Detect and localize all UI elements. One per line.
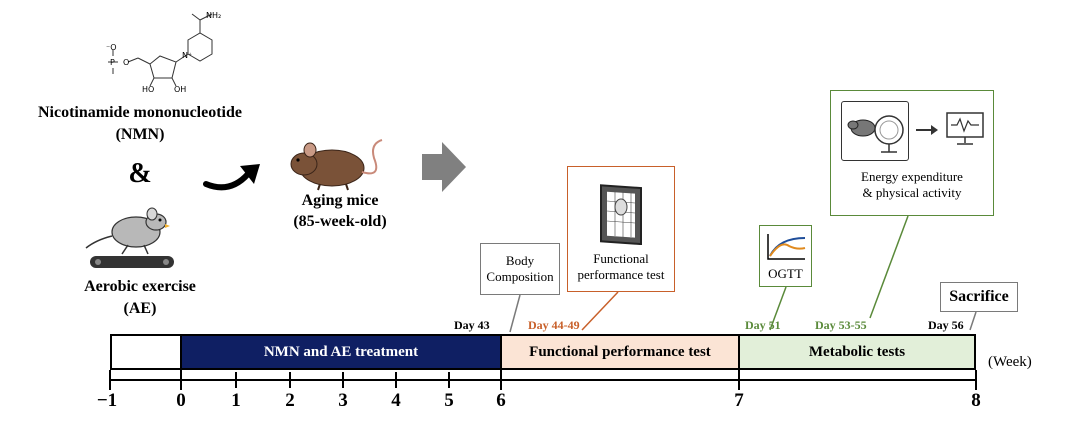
baseline-segment — [110, 334, 182, 370]
energy-expenditure-box: Energy expenditure & physical activity — [830, 90, 994, 216]
day-56-label: Day 56 — [928, 318, 964, 332]
exercise-name: Aerobic exercise — [84, 278, 196, 295]
functional-line2: performance test — [577, 267, 665, 282]
tick-label: −1 — [96, 390, 118, 411]
oh-label: OH — [174, 85, 186, 94]
functional-line1: Functional — [593, 251, 649, 266]
mouse-wheel-icon — [847, 115, 904, 153]
o-minus-label: ⁻O — [106, 43, 117, 52]
body-composition-line1: Body — [505, 253, 535, 268]
mouse-wheel-panel — [841, 101, 909, 161]
week-unit-label: (Week) — [988, 354, 1032, 370]
monitor-icon — [946, 112, 984, 145]
functional-segment: Functional performance test — [500, 334, 740, 370]
grid-hang-test-icon — [600, 184, 642, 245]
tick-label: 1 — [231, 390, 241, 411]
tick-label: 7 — [734, 390, 744, 411]
ampersand: & — [128, 158, 152, 189]
body-composition-line2: Composition — [486, 269, 554, 284]
ho-label: HO — [142, 85, 154, 94]
body-composition-box: Body Composition — [480, 243, 560, 295]
sacrifice-box: Sacrifice — [940, 282, 1018, 312]
compound-name: Nicotinamide mononucleotide — [38, 104, 242, 121]
tick-label: 0 — [176, 390, 186, 411]
treatment-segment: NMN and AE treatment — [180, 334, 502, 370]
mice-title: Aging mice — [301, 192, 379, 209]
day-53-55-label: Day 53-55 — [815, 318, 867, 332]
day-44-49-label: Day 44-49 — [528, 318, 580, 332]
tick-label: 5 — [444, 390, 454, 411]
treadmill-mouse-icon — [85, 207, 174, 268]
energy-line1: Energy expenditure — [861, 169, 963, 184]
tick-label: 8 — [971, 390, 981, 411]
ogtt-label: OGTT — [768, 266, 803, 281]
compound-abbr: (NMN) — [115, 126, 165, 143]
tick-label: 2 — [285, 390, 295, 411]
tick-label: 6 — [496, 390, 506, 411]
exercise-abbr: (AE) — [123, 300, 157, 317]
aging-mouse-icon — [290, 139, 383, 191]
nh2-label: NH₂ — [206, 11, 221, 20]
o-label: O — [123, 58, 129, 67]
curved-arrow-icon — [203, 164, 260, 191]
metabolic-segment: Metabolic tests — [738, 334, 976, 370]
nmn-structure-icon: NH₂ N⁺ O P ⁻O HO OH — [106, 11, 221, 94]
mice-age: (85-week-old) — [293, 213, 387, 230]
right-arrow-small-icon — [916, 125, 938, 135]
tick-label: 3 — [338, 390, 348, 411]
ogtt-box: OGTT — [759, 225, 812, 287]
n-plus-label: N⁺ — [182, 51, 192, 60]
day-43-label: Day 43 — [454, 318, 490, 332]
right-arrow-icon — [422, 142, 466, 192]
tick-label: 4 — [391, 390, 401, 411]
day-51-label: Day 51 — [745, 318, 781, 332]
glucose-curve-icon — [766, 234, 805, 260]
energy-line2: & physical activity — [862, 185, 962, 200]
p-label: P — [110, 58, 115, 67]
functional-test-box: Functional performance test — [567, 166, 675, 292]
